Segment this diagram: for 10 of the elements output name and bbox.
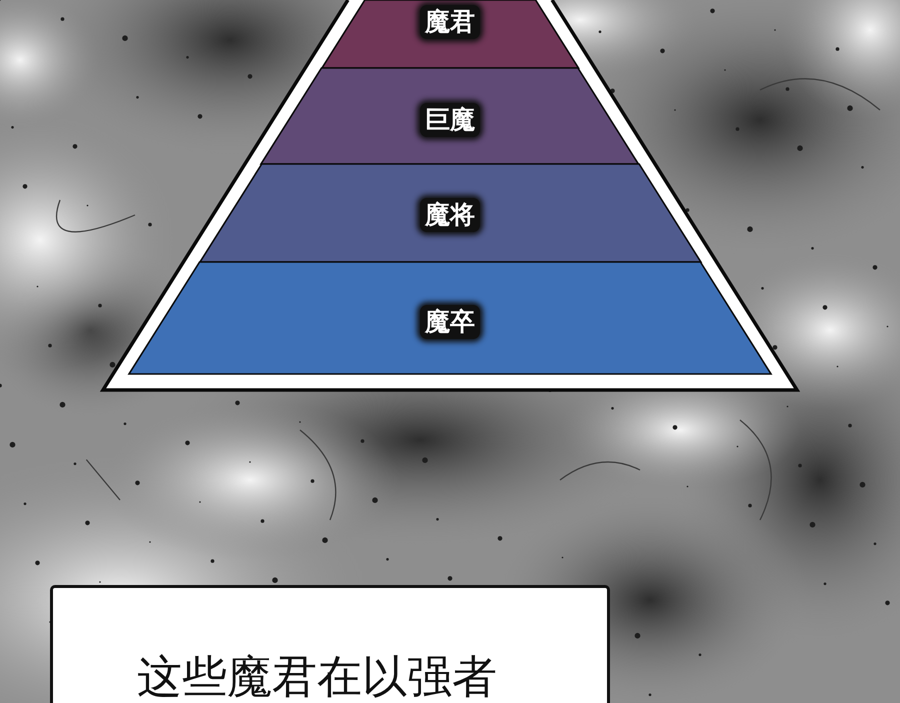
level-label: 巨魔 bbox=[420, 103, 480, 137]
caption-text: 这些魔君在以强者 bbox=[137, 652, 497, 702]
pyramid-frame bbox=[100, 0, 800, 393]
level-label: 魔君 bbox=[420, 5, 480, 39]
pyramid-level bbox=[200, 164, 700, 262]
pyramid-level bbox=[261, 68, 639, 164]
caption-box bbox=[50, 585, 610, 703]
pyramid-level bbox=[322, 0, 578, 68]
level-label: 魔将 bbox=[420, 198, 480, 232]
level-label: 魔卒 bbox=[420, 305, 480, 339]
